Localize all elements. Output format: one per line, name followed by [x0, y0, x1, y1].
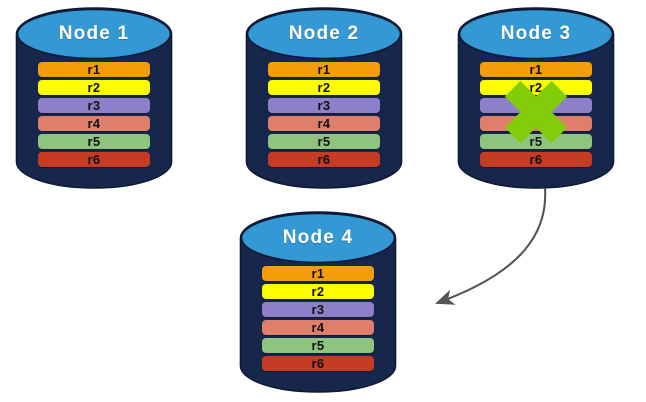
record-label: r1 — [529, 62, 543, 77]
record-bar-r3[interactable]: r3 — [268, 98, 380, 113]
record-bar-r6[interactable]: r6 — [480, 152, 592, 167]
record-bar-r4[interactable]: r4 — [38, 116, 150, 131]
record-label: r1 — [317, 62, 331, 77]
record-label: r4 — [311, 320, 325, 335]
record-bar-r1[interactable]: r1 — [268, 62, 380, 77]
record-bar-r5[interactable]: r5 — [38, 134, 150, 149]
record-bar-r3[interactable]: r3 — [262, 302, 374, 317]
record-label: r1 — [87, 62, 101, 77]
record-bar-r2[interactable]: r2 — [480, 80, 592, 95]
record-list: r1 r2 r3 r4 r5 r6 — [262, 266, 374, 371]
record-bar-r6[interactable]: r6 — [268, 152, 380, 167]
record-label: r1 — [311, 266, 325, 281]
record-list: r1 r2 r3 r4 r5 r6 — [480, 62, 592, 167]
cylinder-top-disc — [246, 8, 402, 60]
record-label: r4 — [87, 116, 101, 131]
record-bar-r4[interactable]: r4 — [480, 116, 592, 131]
record-label: r5 — [317, 134, 331, 149]
record-bar-r6[interactable]: r6 — [262, 356, 374, 371]
record-label: r3 — [529, 98, 543, 113]
record-label: r3 — [87, 98, 101, 113]
record-bar-r1[interactable]: r1 — [262, 266, 374, 281]
record-bar-r5[interactable]: r5 — [262, 338, 374, 353]
record-bar-r6[interactable]: r6 — [38, 152, 150, 167]
record-label: r6 — [87, 152, 101, 167]
cylinder-top-disc — [458, 8, 614, 60]
record-label: r5 — [311, 338, 325, 353]
record-label: r2 — [317, 80, 331, 95]
record-label: r3 — [311, 302, 325, 317]
record-list: r1 r2 r3 r4 r5 r6 — [268, 62, 380, 167]
record-bar-r4[interactable]: r4 — [268, 116, 380, 131]
record-bar-r2[interactable]: r2 — [268, 80, 380, 95]
record-label: r6 — [311, 356, 325, 371]
record-label: r4 — [529, 116, 543, 131]
record-label: r2 — [529, 80, 543, 95]
record-bar-r3[interactable]: r3 — [38, 98, 150, 113]
record-label: r6 — [317, 152, 331, 167]
record-bar-r2[interactable]: r2 — [38, 80, 150, 95]
failover-arrow — [435, 187, 547, 305]
record-label: r5 — [87, 134, 101, 149]
record-bar-r3[interactable]: r3 — [480, 98, 592, 113]
record-bar-r1[interactable]: r1 — [38, 62, 150, 77]
record-label: r4 — [317, 116, 331, 131]
record-label: r2 — [311, 284, 325, 299]
record-bar-r5[interactable]: r5 — [268, 134, 380, 149]
record-label: r5 — [529, 134, 543, 149]
record-bar-r4[interactable]: r4 — [262, 320, 374, 335]
record-list: r1 r2 r3 r4 r5 r6 — [38, 62, 150, 167]
cylinder-top-disc — [16, 8, 172, 60]
cylinder-top-disc — [240, 212, 396, 264]
record-bar-r1[interactable]: r1 — [480, 62, 592, 77]
record-label: r2 — [87, 80, 101, 95]
record-label: r6 — [529, 152, 543, 167]
record-bar-r5[interactable]: r5 — [480, 134, 592, 149]
record-label: r3 — [317, 98, 331, 113]
record-bar-r2[interactable]: r2 — [262, 284, 374, 299]
